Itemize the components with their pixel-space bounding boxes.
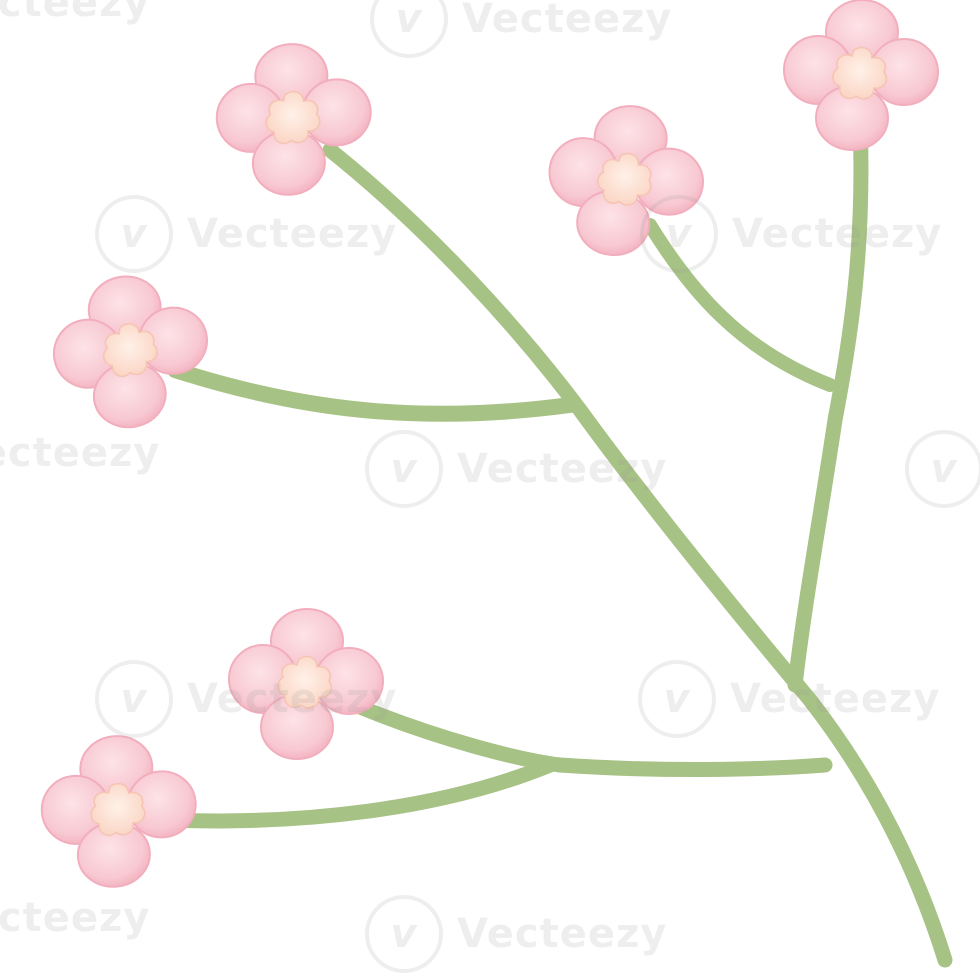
flowers (34, 0, 939, 894)
bottom-branch-stem (162, 757, 558, 829)
right-stem (787, 112, 869, 693)
flower-bottom-left (34, 728, 204, 894)
flower-middle-right (541, 98, 711, 264)
main-stem (322, 142, 953, 968)
left-branch-stem (167, 362, 578, 422)
flower-lower-middle (228, 608, 384, 760)
stems (162, 112, 953, 968)
flower-left (41, 262, 222, 440)
lower-branch-stem (347, 697, 833, 778)
flower-top-right (783, 0, 939, 151)
right-branch-stem (643, 218, 837, 392)
